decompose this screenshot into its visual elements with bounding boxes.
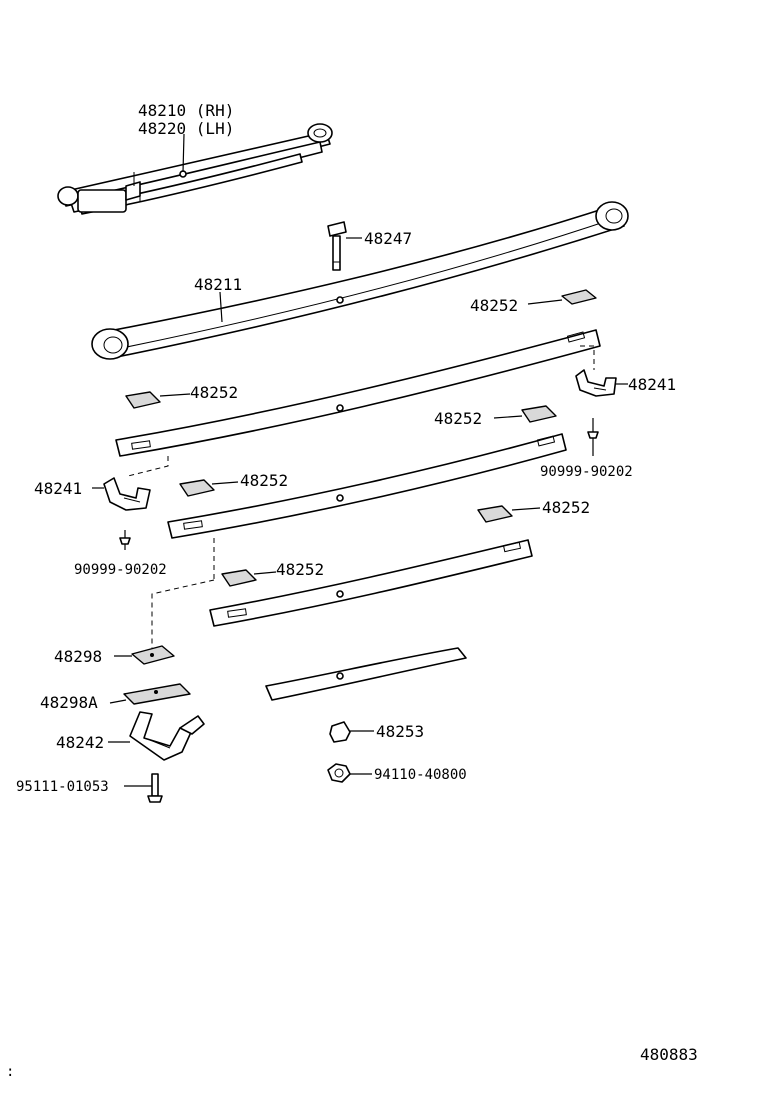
insert-pad-left-3: [221, 569, 257, 587]
label-plate: 48298: [54, 647, 102, 666]
label-plate-a: 48298A: [40, 693, 98, 712]
label-insert-left-1: 48252: [190, 383, 238, 402]
label-center-bolt: 48247: [364, 229, 412, 248]
label-insert-right-2: 48252: [434, 409, 482, 428]
insert-pad-left-2: [179, 479, 215, 497]
nut: [327, 763, 372, 783]
rivet-left: [119, 530, 131, 550]
spring-assembly: [57, 123, 333, 215]
label-insert-upper-right: 48252: [470, 296, 518, 315]
label-spring-assembly-rh: 48210 (RH): [138, 101, 234, 120]
center-bolt: [327, 221, 362, 271]
reference-number: 480883: [640, 1045, 698, 1064]
rivet-right: [587, 418, 599, 456]
label-insert-left-3: 48252: [276, 560, 324, 579]
leaf-3: [167, 433, 567, 539]
label-clip-lower: 48242: [56, 733, 104, 752]
label-rivet-right: 90999-90202: [540, 464, 633, 480]
label-rivet-left: 90999-90202: [74, 562, 167, 578]
label-insert-right-3: 48252: [542, 498, 590, 517]
plate-a: [109, 683, 191, 705]
label-insert-left-2: 48252: [240, 471, 288, 490]
label-bolt-lower: 95111-01053: [16, 779, 109, 795]
insert-pad-right-3: [477, 505, 513, 523]
label-nut: 94110-40800: [374, 767, 467, 783]
label-spring-assembly-lh: 48220 (LH): [138, 119, 234, 138]
clip-lower: [108, 711, 205, 761]
spacer: [329, 721, 374, 743]
main-leaf: [91, 201, 629, 360]
bolt-lower: [124, 773, 163, 803]
insert-pad-left-1: [125, 391, 161, 409]
leaf-5: [265, 647, 467, 701]
leaf-4: [209, 539, 533, 627]
label-clip-right: 48241: [628, 375, 676, 394]
label-spacer: 48253: [376, 722, 424, 741]
clip-left: [92, 477, 151, 511]
label-main-leaf: 48211: [194, 275, 242, 294]
insert-pad-right-2: [521, 405, 557, 423]
corner-mark: :: [6, 1064, 14, 1080]
leaf-2: [115, 329, 601, 457]
label-clip-left: 48241: [34, 479, 82, 498]
insert-pad-upper-right: [561, 289, 597, 305]
plate: [114, 645, 175, 665]
clip-right: [575, 369, 628, 397]
